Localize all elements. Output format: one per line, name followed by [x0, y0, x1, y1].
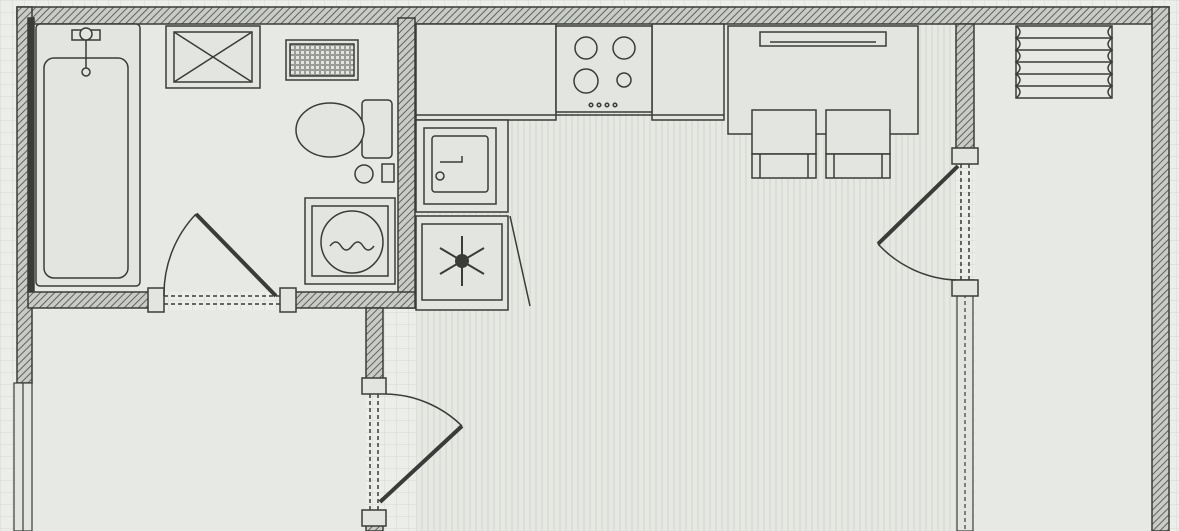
bathroom-door: [147, 212, 297, 313]
room-hallway: [32, 310, 366, 531]
room-balcony: [975, 24, 1152, 531]
windows: [13, 293, 974, 531]
wall-bath-bottom-right: [287, 291, 416, 309]
wall-bath-bottom-left: [27, 291, 157, 309]
wall-hall-right: [365, 307, 384, 385]
toilet: [295, 99, 395, 184]
snowflake-icon: [439, 236, 485, 286]
faucet-icon: [79, 27, 93, 41]
walls: [16, 6, 1170, 531]
wall-bath-left: [27, 17, 35, 293]
tap-icon: [435, 171, 445, 181]
floor-mat: [285, 39, 359, 81]
kitchen-counter: [415, 23, 725, 121]
shower-tray: [165, 25, 261, 89]
balcony-door: [876, 147, 979, 297]
kitchen-sink: [415, 119, 509, 213]
wall-top: [16, 6, 1170, 25]
wall-right: [1151, 6, 1170, 531]
washing-machine: [304, 197, 396, 285]
chair: [825, 109, 891, 179]
cooktop: [555, 25, 653, 113]
bathtub: [35, 23, 141, 287]
radiator: [1014, 25, 1114, 99]
wall-balcony-left: [955, 23, 975, 157]
floor-drain-icon: [354, 164, 374, 184]
hallway-door: [361, 377, 464, 527]
refrigerator: [415, 215, 531, 311]
chair: [751, 109, 817, 179]
wall-bath-right: [397, 17, 416, 309]
